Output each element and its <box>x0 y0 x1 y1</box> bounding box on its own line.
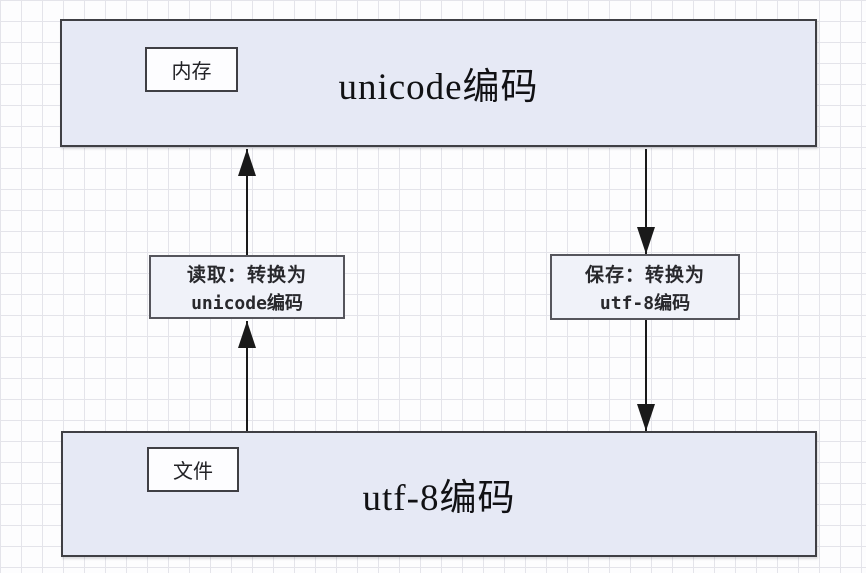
arrowhead-up-icon <box>238 321 256 348</box>
memory-tag-label: 内存 <box>171 61 212 83</box>
arrowhead-down-icon <box>637 227 655 254</box>
read-flow-line-lower <box>246 321 248 431</box>
read-flow-line-upper <box>246 149 248 255</box>
file-tag-label: 文件 <box>173 461 213 483</box>
read-flow-label-line1: 读取：转换为 <box>186 264 307 286</box>
file-tag-box: 文件 <box>147 447 239 492</box>
arrowhead-down-icon <box>637 404 655 431</box>
save-flow-label-line2: utf-8编码 <box>599 292 691 314</box>
save-flow-line-upper <box>645 149 647 254</box>
memory-node-box: 内存 unicode编码 <box>60 19 817 147</box>
memory-node-label: unicode编码 <box>338 67 539 108</box>
save-flow-label-line1: 保存：转换为 <box>584 264 705 286</box>
file-node-box: 文件 utf-8编码 <box>61 431 817 557</box>
save-flow-line-lower <box>645 320 647 431</box>
read-flow-label-box: 读取：转换为 unicode编码 <box>149 255 345 319</box>
file-node-label: utf-8编码 <box>362 478 516 519</box>
arrowhead-up-icon <box>238 149 256 176</box>
save-flow-label-box: 保存：转换为 utf-8编码 <box>550 254 740 320</box>
memory-tag-box: 内存 <box>145 47 238 92</box>
read-flow-label-line2: unicode编码 <box>191 292 303 314</box>
